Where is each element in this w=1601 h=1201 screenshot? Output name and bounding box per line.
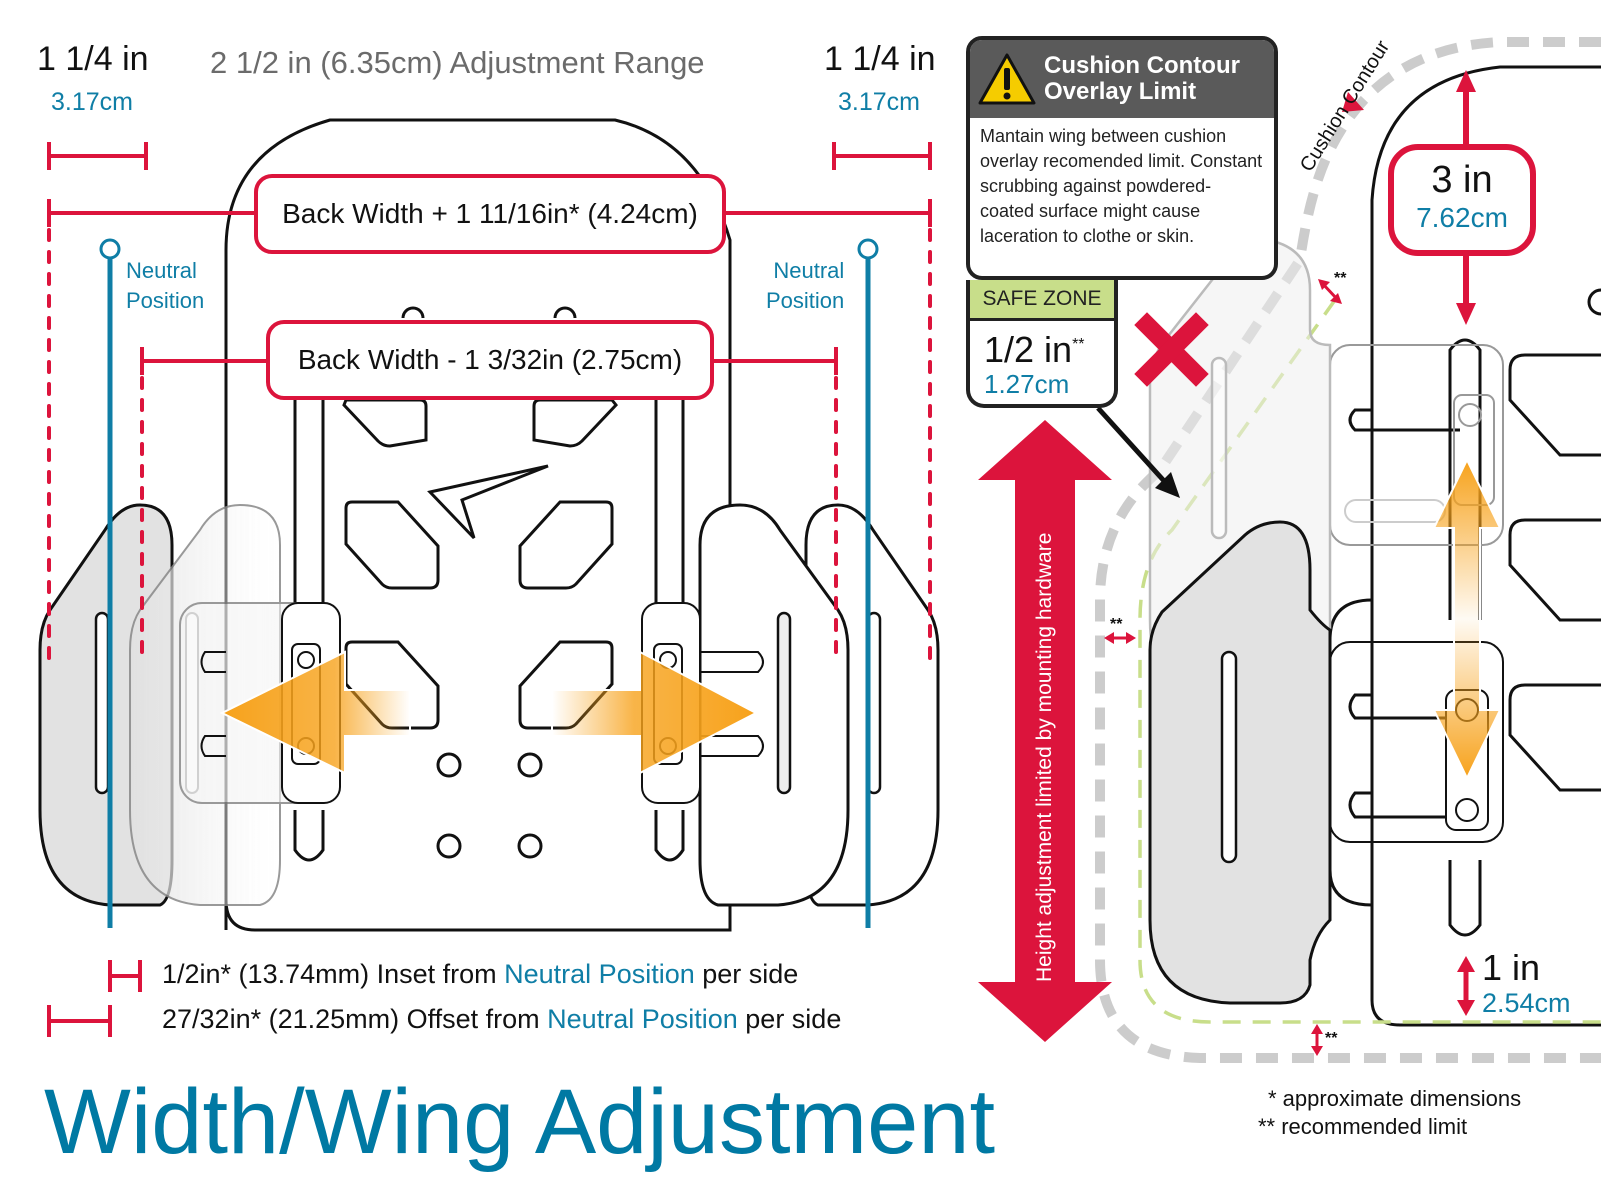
right-inch-dimension: 1 1/4 in xyxy=(824,40,936,78)
orange-arrow-left xyxy=(219,650,411,775)
dimension-lines xyxy=(47,142,932,1037)
legend-offset: 27/32in* (21.25mm) Offset from Neutral P… xyxy=(162,1004,841,1035)
legend-offset-suffix: per side xyxy=(737,1004,842,1034)
limit-mark-bottom: ** xyxy=(1325,1030,1338,1047)
limit-mark-side: ** xyxy=(1110,616,1123,633)
legend-offset-prefix: 27/32in* (21.25mm) Offset from xyxy=(162,1004,548,1034)
neutral-position-label-right: Neutral Position xyxy=(766,256,844,316)
height-adjustment-label: Height adjustment limited by mounting ha… xyxy=(1033,532,1056,982)
safe-zone-mark: ** xyxy=(1072,336,1085,353)
orange-arrow-right xyxy=(551,650,759,775)
orange-arrow-vertical xyxy=(1432,457,1502,781)
safe-zone-label: SAFE ZONE xyxy=(970,280,1114,321)
legend-offset-highlight: Neutral Position xyxy=(547,1004,738,1034)
warning-title-line2: Overlay Limit xyxy=(1044,78,1197,105)
safe-zone-callout: SAFE ZONE 1/2 in** 1.27cm xyxy=(966,280,1118,408)
cushion-contour-marker-icon xyxy=(1342,92,1364,112)
cushion-contour-line xyxy=(1095,37,1601,1063)
neutral-label-left-line1: Neutral xyxy=(126,258,197,283)
three-inch-callout: 3 in 7.62cm xyxy=(1388,144,1536,256)
left-inch-dimension: 1 1/4 in xyxy=(37,40,149,78)
warning-triangle-icon xyxy=(978,53,1036,105)
legend-inset-highlight: Neutral Position xyxy=(504,959,695,989)
warning-header: Cushion Contour Overlay Limit xyxy=(970,40,1274,118)
warning-title: Cushion Contour Overlay Limit xyxy=(1044,53,1240,105)
three-inch-arrow xyxy=(1456,70,1476,325)
page-title: Width/Wing Adjustment xyxy=(44,1071,996,1173)
neutral-position-line-right xyxy=(857,238,879,928)
back-width-minus-label: Back Width - 1 3/32in (2.75cm) xyxy=(297,344,683,375)
safe-zone-pointer-arrow xyxy=(1096,406,1180,498)
one-inch-value: 1 in xyxy=(1482,947,1541,988)
warning-callout: Cushion Contour Overlay Limit Mantain wi… xyxy=(966,36,1278,280)
one-inch-arrow xyxy=(1457,956,1475,1016)
safe-zone-cm: 1.27cm xyxy=(984,369,1070,399)
back-width-plus-label: Back Width + 1 11/16in* (4.24cm) xyxy=(282,198,698,229)
back-width-plus-pill: Back Width + 1 11/16in* (4.24cm) xyxy=(254,174,726,254)
footnote-approximate: * approximate dimensions xyxy=(1268,1086,1522,1111)
side-wing xyxy=(1148,520,1332,1005)
neutral-label-left-line2: Position xyxy=(126,288,205,313)
legend-inset: 1/2in* (13.74mm) Inset from Neutral Posi… xyxy=(162,959,798,990)
limit-mark-top: ** xyxy=(1334,270,1347,287)
right-cm-dimension: 3.17cm xyxy=(838,88,920,116)
neutral-label-right-line1: Neutral xyxy=(773,258,845,283)
prohibited-x-icon xyxy=(1134,312,1209,387)
neutral-position-label-left: Neutral Position xyxy=(126,256,204,316)
back-width-minus-pill: Back Width - 1 3/32in (2.75cm) xyxy=(266,320,714,400)
one-inch-cm-value: 2.54cm xyxy=(1482,988,1571,1018)
height-adjustment-arrow xyxy=(978,420,1112,1042)
warning-title-line1: Cushion Contour xyxy=(1044,52,1240,79)
left-cm-dimension: 3.17cm xyxy=(51,88,133,116)
neutral-label-right-line2: Position xyxy=(766,288,845,313)
adjustment-range-label: 2 1/2 in (6.35cm) Adjustment Range xyxy=(210,45,705,80)
three-cm-value: 7.62cm xyxy=(1416,202,1508,233)
limit-arrows xyxy=(1104,279,1342,1056)
legend-inset-suffix: per side xyxy=(694,959,799,989)
safe-zone-inches-value: 1/2 in xyxy=(984,329,1073,370)
safe-zone-inches: 1/2 in** xyxy=(970,325,1114,370)
legend-inset-prefix: 1/2in* (13.74mm) Inset from xyxy=(162,959,505,989)
warning-body: Mantain wing between cushion overlay rec… xyxy=(980,126,1263,246)
neutral-position-line-left xyxy=(99,238,121,928)
three-inch-value: 3 in xyxy=(1431,159,1493,201)
right-wing-inner xyxy=(698,503,850,907)
footnote-recommended: ** recommended limit xyxy=(1258,1114,1468,1139)
